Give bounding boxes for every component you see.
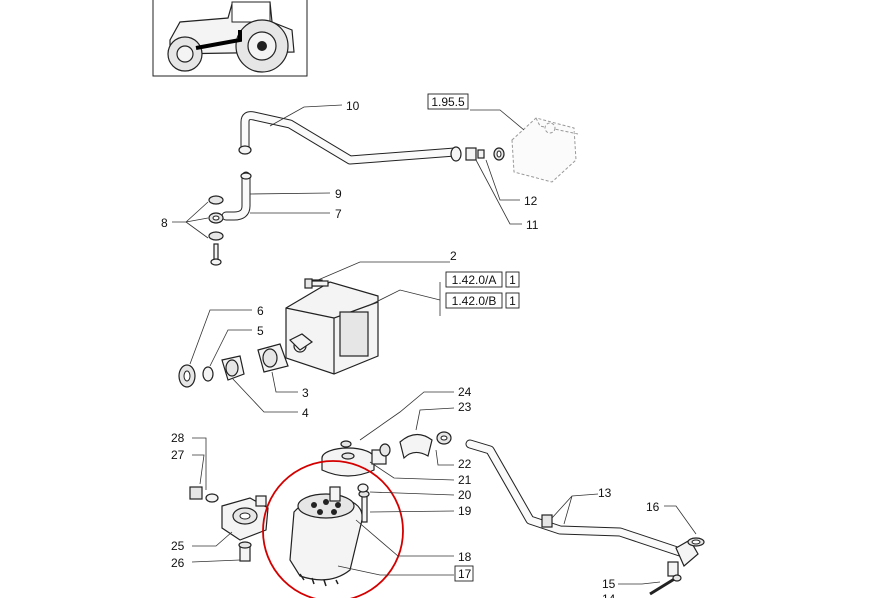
label-8: 8	[161, 216, 168, 230]
label-10: 10	[346, 99, 360, 113]
label-23: 23	[458, 400, 472, 414]
label-3: 3	[302, 386, 309, 400]
label-27: 27	[171, 448, 185, 462]
ghost-pump	[511, 117, 579, 183]
washer-20	[357, 483, 369, 493]
label-19: 19	[458, 504, 472, 518]
tractor-thumbnail	[152, 0, 308, 77]
filter-17	[289, 486, 363, 587]
plug-26	[238, 541, 252, 562]
label-17: 17	[458, 567, 472, 581]
fitting-27	[189, 486, 219, 503]
label-28: 28	[171, 431, 185, 445]
bolt-19	[358, 490, 370, 523]
highlight-circle	[262, 460, 404, 598]
ref-1-42-0-a: 1.42.0/A	[452, 273, 497, 287]
label-12: 12	[524, 194, 538, 208]
label-15: 15	[602, 577, 616, 591]
label-22: 22	[458, 457, 472, 471]
label-5: 5	[257, 324, 264, 338]
label-4: 4	[302, 406, 309, 420]
label-20: 20	[458, 488, 472, 502]
label-6: 6	[257, 304, 264, 318]
coupling-4	[221, 355, 245, 381]
ref-1-42-0-b-qty: 1	[509, 294, 516, 308]
ring-5	[202, 366, 214, 382]
part-labels: 10 9 7 8 12 11 2 6 5 3 4 24 23 28 27 22 …	[161, 99, 660, 598]
elbow-16	[667, 537, 705, 577]
seal-6	[178, 364, 196, 388]
filter-head-21	[321, 440, 387, 477]
bracket-25	[221, 495, 269, 541]
pipe-9	[221, 171, 252, 221]
label-21: 21	[458, 473, 472, 487]
bolt-2	[304, 278, 329, 289]
label-2: 2	[450, 249, 457, 263]
label-14: 14	[602, 592, 616, 598]
hose-23	[379, 433, 433, 460]
bolt-15	[649, 574, 682, 596]
ref-1-95-5: 1.95.5	[431, 95, 465, 109]
pump-housing	[285, 279, 379, 375]
sleeve-3	[257, 343, 289, 373]
leader-lines	[172, 104, 697, 585]
pipe-10	[238, 111, 505, 165]
clamp-22	[436, 431, 452, 445]
label-13: 13	[598, 486, 612, 500]
reference-boxes: 1.95.5 1.42.0/A 1 1.42.0/B 1	[427, 93, 520, 582]
ref-1-42-0-b: 1.42.0/B	[452, 294, 497, 308]
label-16: 16	[646, 500, 660, 514]
label-7: 7	[335, 207, 342, 221]
label-25: 25	[171, 539, 185, 553]
label-26: 26	[171, 556, 185, 570]
label-18: 18	[458, 550, 472, 564]
label-24: 24	[458, 385, 472, 399]
clamp-8	[208, 195, 224, 266]
pipe-13	[465, 439, 685, 557]
label-9: 9	[335, 187, 342, 201]
ref-1-42-0-a-qty: 1	[509, 273, 516, 287]
label-11: 11	[526, 218, 539, 232]
